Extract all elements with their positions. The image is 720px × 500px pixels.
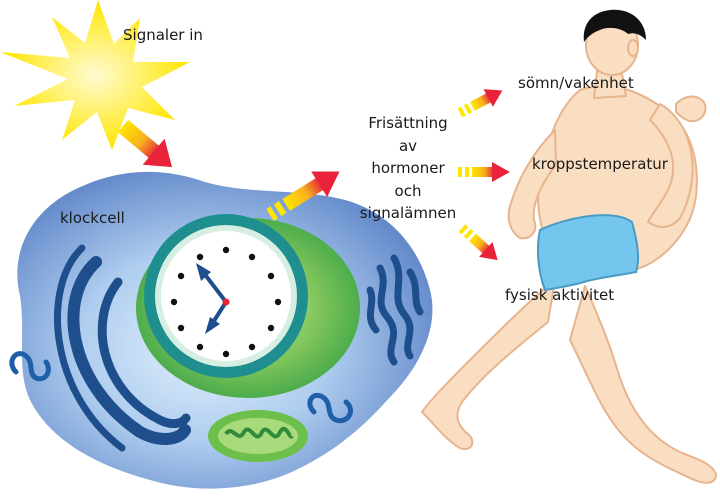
runner-hair bbox=[583, 9, 646, 42]
runner-front-leg bbox=[569, 285, 717, 484]
clock-hour-dot bbox=[248, 343, 256, 351]
runner-arm bbox=[647, 103, 694, 228]
clock-hour-dot bbox=[177, 324, 185, 332]
clock-icon bbox=[144, 214, 308, 378]
release-line-5: signalämnen bbox=[359, 204, 457, 222]
runner-shorts bbox=[536, 214, 640, 292]
runner-left-arm bbox=[507, 129, 557, 240]
hormone-release-label: Frisättning av hormoner och signalämnen bbox=[352, 112, 464, 225]
clock-hour-dot bbox=[248, 253, 256, 261]
clock-minute-hand bbox=[205, 300, 228, 334]
golgi-apparatus bbox=[366, 254, 424, 366]
release-line-2: av bbox=[398, 136, 418, 155]
body-temperature-label: kroppstemperatur bbox=[532, 155, 668, 173]
physical-activity-label: fysisk aktivitet bbox=[505, 286, 615, 304]
clock-hour-dot bbox=[170, 298, 178, 306]
clock-face bbox=[161, 231, 291, 361]
clock-hour-dot bbox=[177, 272, 185, 280]
clock-hour-dot bbox=[222, 350, 230, 358]
sun-icon bbox=[0, 0, 190, 150]
clock-hour-dot bbox=[267, 272, 275, 280]
runner-hand bbox=[675, 95, 707, 123]
release-arrow bbox=[266, 171, 340, 221]
clock-hour-dot bbox=[222, 246, 230, 254]
release-line-3: hormoner bbox=[371, 159, 445, 177]
vesicle-swirl-left bbox=[9, 351, 51, 382]
clock-hour-dot bbox=[196, 343, 204, 351]
runner-ear bbox=[627, 39, 639, 57]
clock-hour-dot bbox=[274, 298, 282, 306]
vesicle-swirl-right bbox=[307, 392, 353, 424]
mitochondrion-icon bbox=[208, 410, 308, 462]
sleep-wake-label: sömn/vakenhet bbox=[518, 74, 634, 92]
effect-arrow-temperature bbox=[458, 162, 510, 182]
release-line-4: och bbox=[394, 181, 422, 200]
clock-cell-label: klockcell bbox=[60, 209, 125, 227]
clock-ticks bbox=[170, 246, 282, 358]
signal-arrow-sun bbox=[117, 119, 173, 168]
effect-arrow-sleep bbox=[457, 89, 503, 118]
endoplasmic-reticulum bbox=[54, 244, 191, 452]
signals-in-label: Signaler in bbox=[123, 26, 203, 44]
runner-back-leg bbox=[421, 279, 556, 450]
clock-hour-hand bbox=[196, 263, 228, 304]
clock-hour-dot bbox=[267, 324, 275, 332]
effect-arrow-activity bbox=[458, 224, 498, 261]
clock-center-dot bbox=[222, 298, 230, 306]
clock-hour-dot bbox=[196, 253, 204, 261]
release-line-1: Frisättning bbox=[368, 114, 448, 132]
